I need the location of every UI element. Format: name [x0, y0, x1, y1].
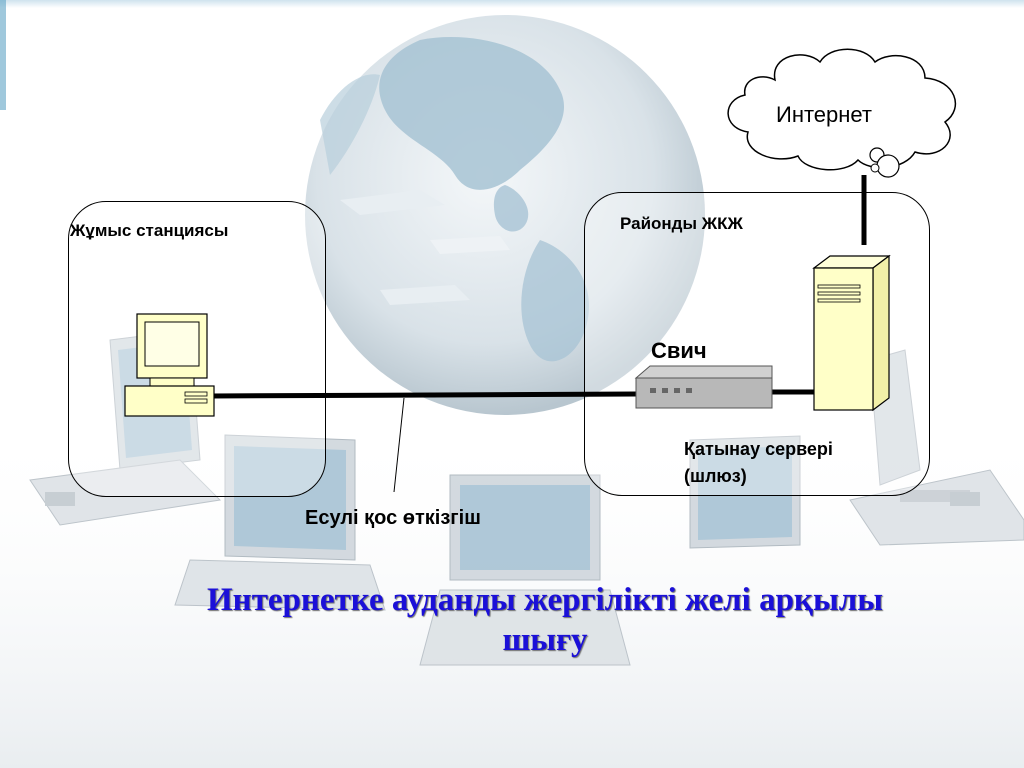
globe-illustration [305, 15, 705, 415]
workstation-label: Жұмыс станциясы [70, 221, 229, 240]
workstation-computer-icon [124, 313, 215, 417]
gateway-label-line1: Қатынау сервері [684, 439, 833, 459]
internet-cloud-icon [727, 48, 956, 178]
top-accent-bar [0, 0, 1024, 8]
district-lan-label: Районды ЖКЖ [620, 214, 743, 233]
twisted-pair-cable [211, 391, 639, 399]
switch-icon [634, 365, 773, 409]
cable-pointer-line [393, 397, 405, 493]
switch-label: Свич [651, 338, 707, 363]
server-tower-icon [812, 254, 891, 412]
cable-label: Есулі қос өткізгіш [305, 507, 481, 529]
page-title-line1: Интернетке ауданды жергілікті желі арқыл… [207, 582, 883, 618]
gateway-label-line2: (шлюз) [684, 466, 747, 486]
left-accent-bar [0, 0, 6, 110]
page-title-line2: шығу [502, 622, 588, 658]
internet-label: Интернет [776, 102, 872, 127]
page-title: Интернетке ауданды жергілікті желі арқыл… [150, 580, 940, 660]
